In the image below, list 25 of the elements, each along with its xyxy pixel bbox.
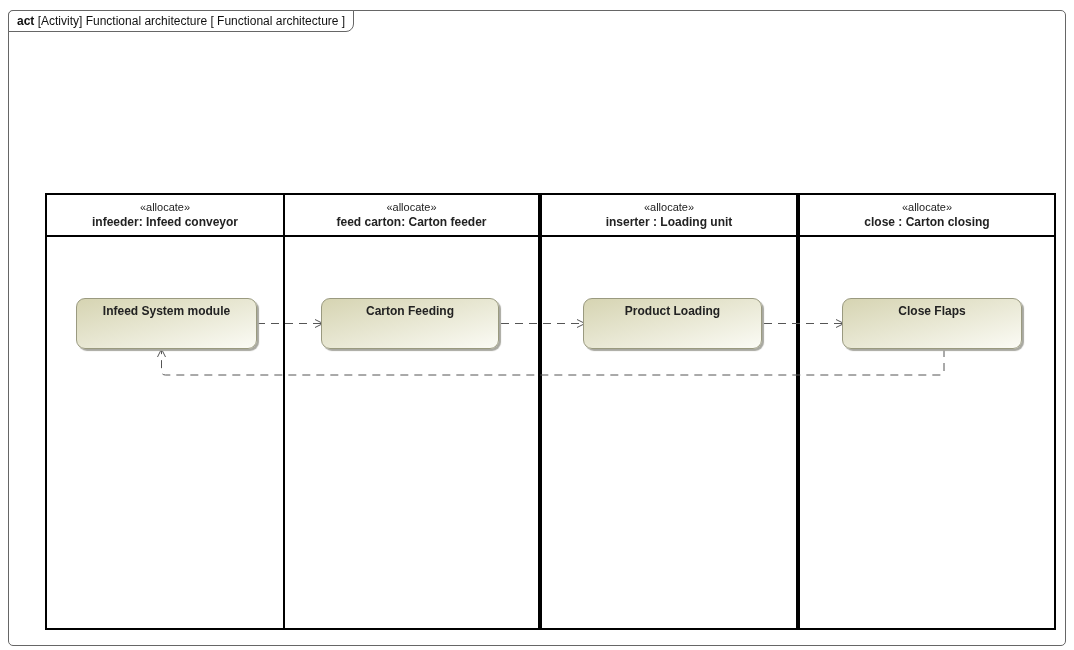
stereotype-label: «allocate» — [139, 200, 191, 214]
swimlane — [540, 193, 798, 630]
swimlane — [45, 193, 285, 630]
action-box — [76, 298, 257, 349]
dashed-arrow — [500, 319, 586, 328]
action-box — [321, 298, 499, 349]
action-label: Carton Feeding — [366, 303, 454, 320]
dashed-arrow — [157, 348, 945, 376]
lane-title: infeeder: Infeed conveyor — [91, 213, 238, 230]
stereotype-label: «allocate» — [386, 200, 437, 214]
dashed-arrow — [763, 319, 845, 328]
lane-title: inserter : Loading unit — [605, 213, 733, 230]
frame-title: act [Activity] Functional architecture [ Functional architecture ] — [8, 10, 355, 32]
action-label: Infeed System module — [102, 303, 231, 320]
lane-title: feed carton: Carton feeder — [336, 213, 487, 230]
swimlane — [283, 193, 540, 630]
action-label: Product Loading — [624, 303, 721, 320]
lane-title: close : Carton closing — [864, 213, 990, 230]
dashed-arrow — [256, 319, 324, 328]
swimlane — [798, 193, 1056, 630]
action-label: Close Flaps — [898, 303, 966, 320]
stereotype-label: «allocate» — [643, 200, 695, 214]
action-box — [583, 298, 762, 349]
stereotype-label: «allocate» — [901, 200, 953, 214]
action-box — [842, 298, 1022, 349]
